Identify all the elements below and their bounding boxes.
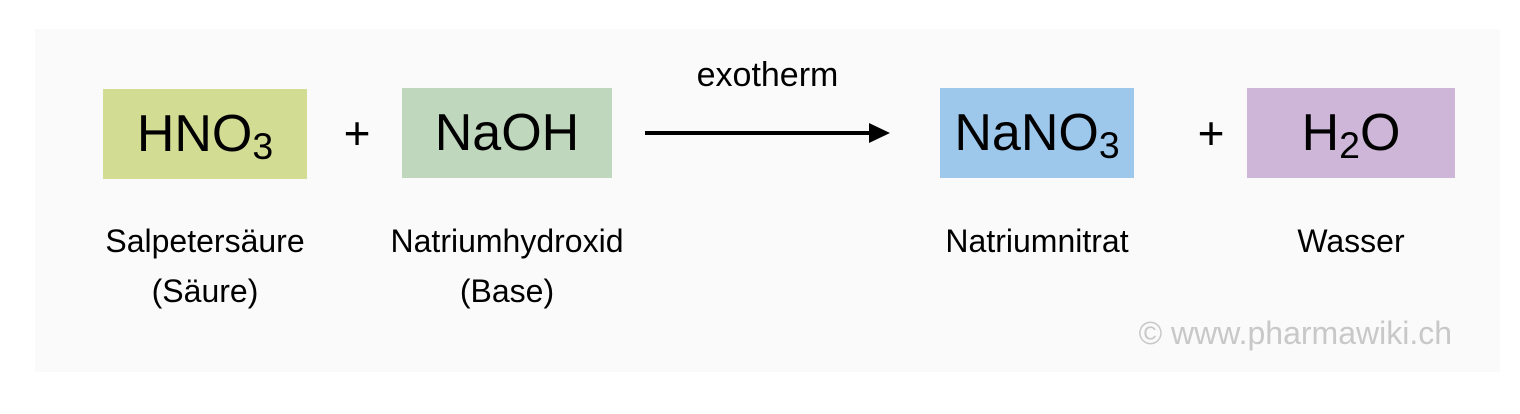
formula-h2o: H2O xyxy=(1301,104,1401,167)
plus-sign-products: + xyxy=(1197,107,1225,159)
reaction-condition-label: exotherm xyxy=(696,56,839,94)
subscript: 3 xyxy=(1098,124,1120,167)
name-label-natriumhydroxid: Natriumhydroxid xyxy=(390,223,624,259)
product-box-nano3: NaNO3 xyxy=(940,88,1134,178)
formula-nano3: NaNO3 xyxy=(954,104,1120,167)
name-label-natriumnitrat: Natriumnitrat xyxy=(945,223,1129,259)
name-label-salpetersaeure: Salpetersäure xyxy=(105,223,305,259)
reactant-box-hno3: HNO3 xyxy=(103,89,307,179)
reaction-arrow-icon xyxy=(645,123,890,143)
name-label-wasser: Wasser xyxy=(1297,223,1405,259)
subscript: 2 xyxy=(1339,124,1360,167)
formula-naoh: NaOH xyxy=(434,104,580,162)
role-label-saeure: (Säure) xyxy=(151,273,259,309)
product-box-h2o: H2O xyxy=(1247,88,1455,178)
plus-sign-reactants: + xyxy=(343,107,371,159)
diagram-panel xyxy=(35,29,1500,372)
formula-hno3: HNO3 xyxy=(136,105,274,168)
subscript: 3 xyxy=(252,125,274,168)
reactant-box-naoh: NaOH xyxy=(402,88,612,178)
role-label-base: (Base) xyxy=(459,273,555,309)
watermark: © www.pharmawiki.ch xyxy=(1138,315,1452,351)
